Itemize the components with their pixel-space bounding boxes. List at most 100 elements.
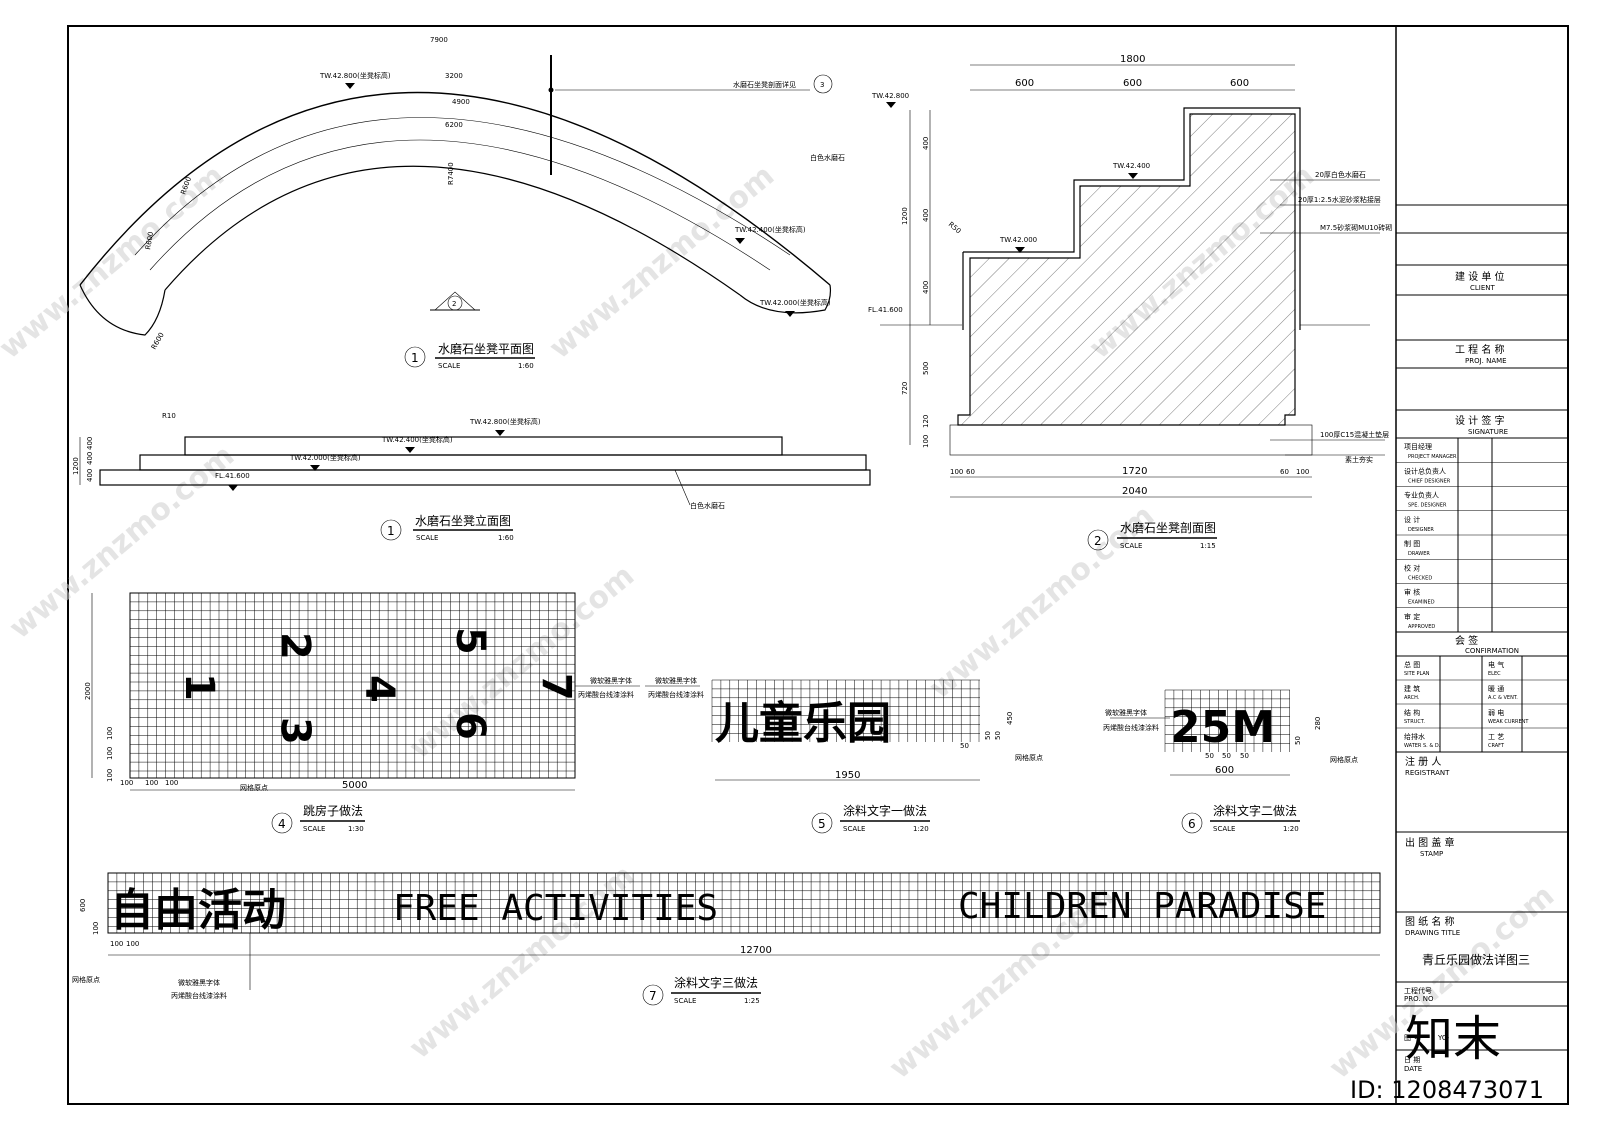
discipline-label: 总 图 (1404, 660, 1420, 669)
svg-text:50: 50 (960, 742, 969, 750)
svg-text:2: 2 (272, 632, 318, 660)
text-two-view: 微软雅黑字体 丙烯酸台线漆涂料 25M 600 280 50 50 50 50 … (1103, 689, 1358, 834)
svg-text:素土夯实: 素土夯实 (1345, 455, 1373, 464)
svg-text:6200: 6200 (445, 121, 463, 129)
svg-text:5: 5 (447, 627, 493, 655)
svg-text:SIGNATURE: SIGNATURE (1468, 428, 1508, 436)
svg-text:100: 100 (145, 779, 158, 787)
text-three-view: 自由活动 FREE ACTIVITIES CHILDREN PARADISE 1… (72, 872, 1381, 1006)
role-label-en: PROJECT MANAGER (1408, 454, 1457, 460)
svg-text:FL.41.600: FL.41.600 (215, 472, 250, 480)
svg-text:PRO. NO: PRO. NO (1404, 995, 1434, 1003)
svg-text:www.znzmo.com: www.znzmo.com (0, 158, 231, 366)
svg-text:600: 600 (1015, 78, 1034, 89)
svg-text:6: 6 (1188, 817, 1196, 831)
svg-text:DRAWING TITLE: DRAWING TITLE (1405, 929, 1460, 937)
discipline-label: 建 筑 (1404, 684, 1420, 693)
svg-text:微软雅黑字体: 微软雅黑字体 (655, 676, 697, 685)
svg-text:2040: 2040 (1122, 486, 1147, 497)
svg-text:50: 50 (1222, 752, 1231, 760)
svg-text:7: 7 (649, 989, 657, 1003)
discipline-label: 结 构 (1404, 708, 1420, 717)
role-label: 项目经理 (1404, 442, 1432, 451)
text-two-word: 25M (1170, 702, 1275, 753)
svg-text:400: 400 (922, 209, 930, 222)
svg-text:REGISTRANT: REGISTRANT (1405, 769, 1450, 777)
svg-text:7900: 7900 (430, 36, 448, 44)
brand-logo: 知末 (1405, 1011, 1501, 1067)
discipline-label-en: WEAK CURRENT (1488, 719, 1529, 725)
svg-text:100: 100 (110, 940, 123, 948)
svg-text:R7400: R7400 (447, 162, 455, 185)
svg-text:TW.42.000(坐凳标高): TW.42.000(坐凳标高) (289, 453, 361, 462)
role-label-en: CHIEF DESIGNER (1408, 478, 1451, 484)
svg-text:3: 3 (820, 81, 824, 89)
role-label-en: EXAMINED (1408, 600, 1435, 606)
svg-text:M7.5砂浆砌MU10砖砌: M7.5砂浆砌MU10砖砌 (1320, 223, 1392, 232)
svg-text:1200: 1200 (72, 457, 80, 475)
svg-text:TW.42.000: TW.42.000 (999, 236, 1037, 244)
svg-text:DATE: DATE (1404, 1065, 1422, 1073)
role-label: 校 对 (1404, 563, 1420, 572)
id-badge: ID: 1208473071 (1350, 1076, 1544, 1104)
svg-text:图 纸 名 称: 图 纸 名 称 (1405, 915, 1455, 928)
svg-text:1:25: 1:25 (744, 997, 760, 1005)
svg-text:50: 50 (1205, 752, 1214, 760)
svg-text:微软雅黑字体: 微软雅黑字体 (178, 978, 220, 987)
discipline-label-en: ELEC (1488, 671, 1501, 677)
svg-text:丙烯酸台线漆涂料: 丙烯酸台线漆涂料 (1103, 723, 1159, 732)
svg-text:1:60: 1:60 (498, 534, 514, 542)
svg-text:50: 50 (1294, 736, 1302, 745)
svg-text:120: 120 (922, 415, 930, 428)
discipline-label-en: ARCH. (1404, 695, 1420, 701)
svg-text:注 册 人: 注 册 人 (1405, 755, 1441, 768)
svg-text:1: 1 (411, 351, 419, 365)
svg-text:会 签: 会 签 (1455, 634, 1478, 647)
svg-text:R600: R600 (150, 331, 166, 351)
role-label-en: DESIGNER (1408, 527, 1434, 533)
svg-text:50: 50 (984, 731, 992, 740)
text-three-cn: 自由活动 (110, 885, 286, 936)
svg-text:TW.42.800(坐凳标高): TW.42.800(坐凳标高) (469, 417, 541, 426)
text-one-view: 微软雅黑字体 丙烯酸台线漆涂料 儿童乐园 1950 450 50 50 50 网… (645, 676, 1043, 834)
discipline-label: 工 艺 (1488, 733, 1504, 741)
discipline-label: 暖 通 (1488, 684, 1504, 693)
svg-text:建 设 单 位: 建 设 单 位 (1455, 270, 1505, 283)
hopscotch-view: 1 2 3 4 5 6 7 2000 5000 100 100 100 100 … (84, 592, 640, 834)
svg-text:100: 100 (126, 940, 139, 948)
svg-text:R10: R10 (162, 412, 176, 420)
title-block: 建 设 单 位 CLIENT 工 程 名 称 PROJ. NAME 设 计 签 … (1350, 204, 1568, 1104)
section-title: 水磨石坐凳剖面图 (1120, 520, 1216, 535)
svg-text:1:30: 1:30 (348, 825, 364, 833)
svg-text:100: 100 (120, 779, 133, 787)
svg-text:丙烯酸台线漆涂料: 丙烯酸台线漆涂料 (648, 690, 704, 699)
svg-text:设 计 签 字: 设 计 签 字 (1455, 414, 1505, 427)
svg-text:工 程 名 称: 工 程 名 称 (1455, 343, 1505, 356)
svg-text:R600: R600 (144, 231, 155, 250)
svg-text:1200: 1200 (901, 207, 909, 225)
svg-text:TW.42.000(坐凳标高): TW.42.000(坐凳标高) (759, 298, 831, 307)
svg-text:500: 500 (922, 362, 930, 375)
svg-text:TW.42.400: TW.42.400 (1112, 162, 1150, 170)
svg-text:400: 400 (86, 469, 94, 482)
discipline-label-en: A.C & VENT. (1488, 695, 1518, 701)
svg-text:网格原点: 网格原点 (240, 783, 268, 792)
svg-text:720: 720 (901, 382, 909, 395)
svg-text:SCALE: SCALE (438, 362, 460, 370)
text-three-en1: FREE ACTIVITIES (393, 888, 718, 929)
svg-text:2000: 2000 (84, 682, 92, 700)
svg-text:1720: 1720 (1122, 466, 1147, 477)
section-view: 1800 600 600 600 400 1200 400 400 720 50… (868, 54, 1392, 551)
svg-text:6: 6 (447, 712, 493, 740)
elevation-view: 1200 400 400 400 R10 TW.42.800(坐凳标高) TW.… (72, 412, 871, 542)
role-label-en: CHECKED (1408, 575, 1432, 581)
svg-text:100: 100 (950, 468, 963, 476)
elevation-title: 水磨石坐凳立面图 (415, 513, 511, 528)
svg-text:4: 4 (356, 675, 402, 703)
role-label: 制 图 (1404, 539, 1420, 548)
role-label-en: APPROVED (1408, 624, 1435, 630)
svg-text:TW.42.800: TW.42.800 (871, 92, 909, 100)
discipline-label-en: SITE PLAN (1404, 671, 1430, 677)
